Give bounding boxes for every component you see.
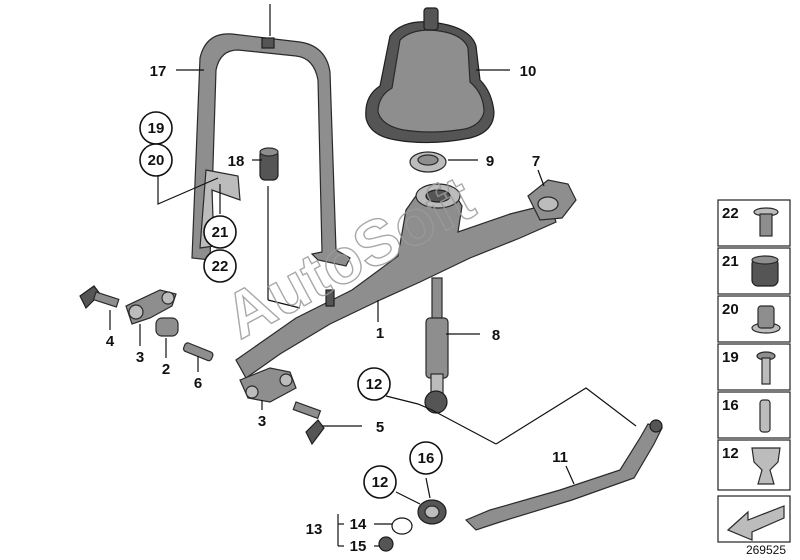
legend-cell-16[interactable]: [717, 391, 791, 439]
ring-part-14[interactable]: [391, 517, 413, 535]
boot-part-10[interactable]: [365, 7, 495, 144]
lever-part-3-upper[interactable]: [125, 289, 177, 325]
label-8: 8: [492, 327, 500, 344]
label-10: 10: [520, 63, 537, 80]
label-17: 17: [150, 63, 167, 80]
label-13: 13: [306, 521, 323, 538]
shift-rod-part-11[interactable]: [464, 419, 663, 531]
label-2: 2: [162, 361, 170, 378]
label-12a: 12: [366, 376, 383, 393]
ball-part-15[interactable]: [378, 536, 394, 552]
legend-cell-22[interactable]: [717, 199, 791, 247]
diagram-number: 269525: [746, 543, 786, 557]
label-12b: 12: [372, 474, 389, 491]
pin-part-6[interactable]: [182, 342, 214, 362]
label-20: 20: [148, 152, 165, 169]
legend-pin-icon: [759, 399, 771, 433]
bushing-part-16[interactable]: [417, 499, 447, 525]
label-14: 14: [350, 516, 367, 533]
label-18: 18: [228, 153, 245, 170]
label-9: 9: [486, 153, 494, 170]
label-12b-circle: [363, 465, 397, 499]
bushing-part-2[interactable]: [155, 317, 179, 337]
label-6: 6: [194, 375, 202, 392]
legend-label-16: 16: [722, 397, 739, 414]
leader-lines: [109, 4, 637, 547]
label-21-circle: [203, 215, 237, 249]
label-11: 11: [552, 449, 568, 466]
label-19: 19: [148, 120, 165, 137]
legend-rivet-icon: [753, 207, 779, 237]
legend-label-19: 19: [722, 349, 739, 366]
legend-clip-icon: [751, 447, 781, 485]
grommet-part-18[interactable]: [259, 147, 279, 181]
bolt-part-5[interactable]: [292, 401, 325, 446]
legend-grommet-icon: [751, 255, 779, 287]
label-22: 22: [212, 258, 229, 275]
label-20-circle: [139, 143, 173, 177]
label-4: 4: [106, 333, 115, 350]
legend-label-12: 12: [722, 445, 739, 462]
legend-label-20: 20: [722, 301, 739, 318]
bolt-part-4[interactable]: [79, 285, 120, 310]
legend-cell-19[interactable]: [717, 343, 791, 391]
rod-part-8[interactable]: [424, 277, 449, 414]
legend-flange-icon: [751, 305, 781, 334]
clip-part-7[interactable]: [527, 179, 577, 221]
legend-screw-icon: [756, 351, 776, 385]
bushing-part-9[interactable]: [409, 151, 447, 173]
label-21: 21: [212, 224, 229, 241]
legend-panel: 22 21 20 19 16 12: [717, 199, 791, 543]
label-22-circle: [203, 249, 237, 283]
legend-cell-20[interactable]: [717, 295, 791, 343]
lever-part-3-lower[interactable]: [239, 367, 297, 403]
lever-part-1[interactable]: [235, 183, 557, 379]
label-16-circle: [409, 441, 443, 475]
label-5: 5: [376, 419, 384, 436]
label-16: 16: [418, 450, 435, 467]
label-7: 7: [532, 153, 540, 170]
label-15: 15: [350, 538, 367, 555]
label-3b: 3: [258, 413, 266, 430]
label-12a-circle: [357, 367, 391, 401]
label-1: 1: [376, 325, 384, 342]
legend-label-22: 22: [722, 205, 739, 222]
legend-label-21: 21: [722, 253, 739, 270]
legend-arrow-icon: [726, 505, 785, 541]
label-3a: 3: [136, 349, 144, 366]
